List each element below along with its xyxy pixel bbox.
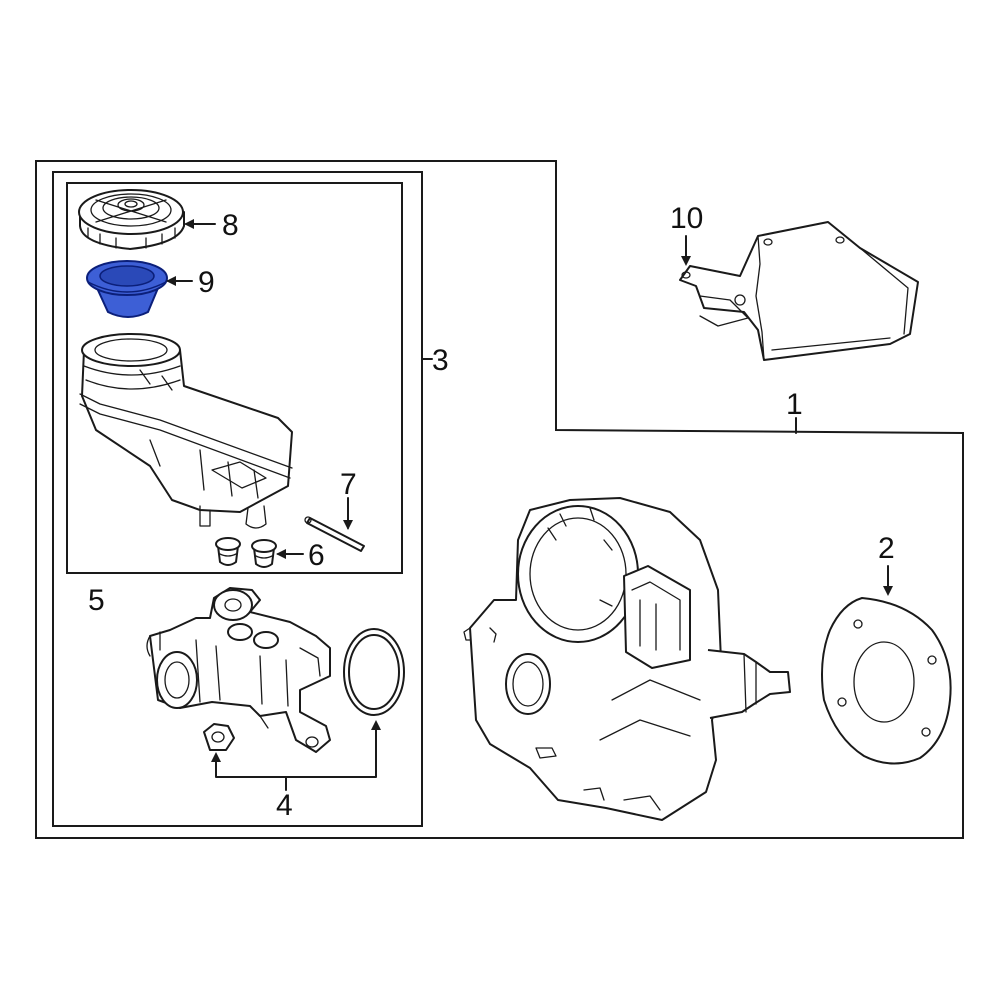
callout-5-label: 5 xyxy=(88,584,105,617)
callout-1-label: 1 xyxy=(786,388,803,421)
callout-10-label: 10 xyxy=(670,202,703,235)
brake-booster[interactable] xyxy=(463,497,791,821)
callout-2-arrowhead xyxy=(883,586,893,596)
callout-10-arrowhead xyxy=(681,256,691,266)
callout-7-arrowhead xyxy=(343,520,353,530)
reservoir-strainer[interactable] xyxy=(86,260,168,318)
reservoir-frame xyxy=(66,182,403,574)
callout-9-arrowhead xyxy=(166,276,176,286)
heat-shield[interactable] xyxy=(679,221,919,361)
reservoir-grommets[interactable] xyxy=(215,537,277,568)
booster-gasket[interactable] xyxy=(821,597,952,765)
mounting-nut[interactable] xyxy=(203,723,235,751)
callout-6-arrowhead xyxy=(276,549,286,559)
reservoir-cap[interactable] xyxy=(78,189,185,250)
callout-4-arrowhead-right xyxy=(371,720,381,730)
callout-8-label: 8 xyxy=(222,209,239,242)
master-cylinder-frame xyxy=(52,171,423,827)
callout-4-bracket xyxy=(215,725,377,778)
callout-7-label: 7 xyxy=(340,468,357,501)
callout-4-arrowhead-left xyxy=(211,752,221,762)
callout-6-label: 6 xyxy=(308,539,325,572)
master-cylinder-o-ring[interactable] xyxy=(343,628,405,716)
master-cylinder-body[interactable] xyxy=(146,587,331,753)
callout-9-label: 9 xyxy=(198,266,215,299)
callout-8-arrowhead xyxy=(184,219,194,229)
callout-2-label: 2 xyxy=(878,532,895,565)
outer-assembly-frame xyxy=(35,160,964,839)
retaining-pin[interactable] xyxy=(304,516,365,552)
callout-3-label: 3 xyxy=(432,344,449,377)
brake-fluid-reservoir[interactable] xyxy=(79,333,293,529)
callout-4-label: 4 xyxy=(276,789,293,822)
